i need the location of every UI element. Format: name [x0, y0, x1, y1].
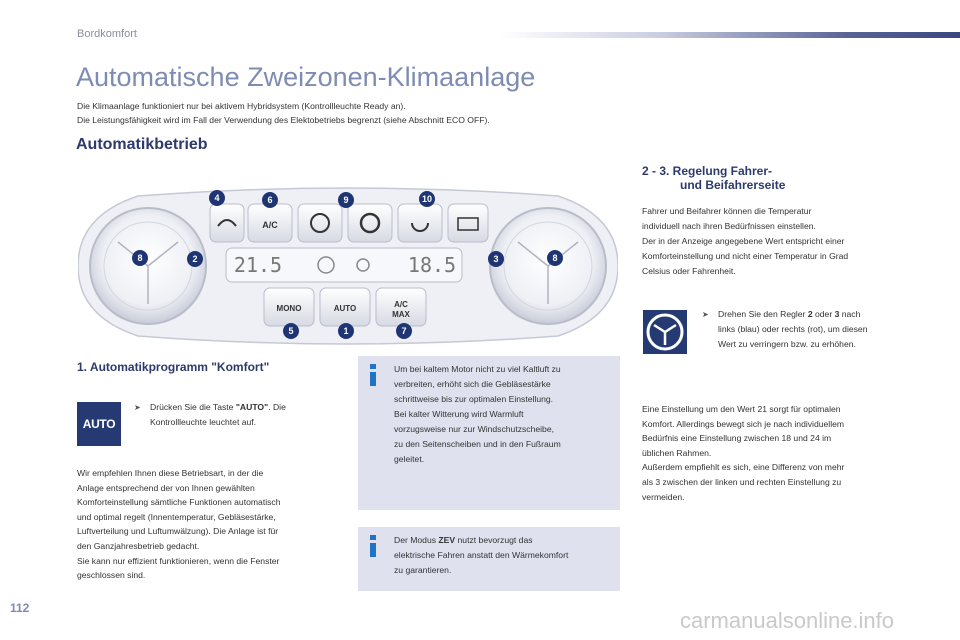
callouts: 4 6 9 10 8 2 3 8 5 1 7 — [132, 190, 563, 339]
text-line: geleitet. — [394, 454, 425, 464]
svg-text:4: 4 — [214, 193, 219, 203]
text-line: Außerdem empfiehlt es sich, eine Differe… — [642, 462, 845, 473]
text-line: Sie kann nur effizient funktionieren, we… — [77, 555, 280, 566]
text-line: Fahrer und Beifahrer können die Temperat… — [642, 206, 812, 216]
text-line: und optimal regelt (Innentemperatur, Geb… — [77, 511, 276, 522]
recirc-button-shape — [397, 203, 443, 243]
watermark: carmanualsonline.info — [680, 608, 895, 633]
section-title: Automatikbetrieb — [76, 136, 208, 153]
regulation-text: Fahrer und Beifahrer können die Temperat… — [642, 204, 922, 279]
bullet-arrow-icon: ➤ — [702, 310, 709, 319]
text-line: geschlossen sind. — [77, 570, 146, 581]
svg-text:5: 5 — [288, 326, 293, 336]
header-bar — [500, 32, 960, 38]
bullet-line: links (blau) oder rechts (rot), um diese… — [718, 324, 868, 334]
info-box-zev: Der Modus ZEV nutzt bevorzugt das elektr… — [358, 527, 620, 591]
header-section-label: Bordkomfort — [77, 28, 137, 40]
rear-defrost-button-shape — [447, 203, 489, 243]
text-line: Bei kalter Witterung wird Warmluft — [394, 409, 524, 419]
climate-panel-illustration: A/C MONO AUTO A/C MAX 21.5 18.5 4 6 9 10… — [78, 187, 618, 345]
text-line: Komforteinstellung und nicht einer Tempe… — [642, 251, 849, 261]
svg-text:6: 6 — [267, 195, 272, 205]
text-line: zu garantieren. — [394, 565, 452, 575]
page-number: 112 — [10, 601, 30, 615]
info-icon — [370, 535, 376, 557]
text-line: den Ganzjahresbetrieb gedacht. — [77, 540, 200, 551]
acmax-label-1: A/C — [394, 300, 408, 309]
svg-text:8: 8 — [137, 253, 142, 263]
svg-text:10: 10 — [422, 194, 432, 204]
text-line: vorzugsweise nur zur Windschutzscheibe, — [394, 424, 555, 434]
text-line: üblichen Rahmen. — [642, 447, 712, 458]
bullet-line: Drehen Sie den Regler 2 oder 3 nach — [718, 309, 861, 319]
info-box-cold-engine: Um bei kaltem Motor nicht zu viel Kaltlu… — [358, 356, 620, 510]
text-line: Anlage entsprechend der von Ihnen gewähl… — [77, 482, 255, 493]
text-line: Eine Einstellung um den Wert 21 sorgt fü… — [642, 404, 841, 414]
knob-icon — [643, 310, 687, 354]
text-line: schrittweise bis zur optimalen Einstellu… — [394, 394, 554, 404]
right-knob-inner — [503, 221, 593, 311]
regulation-title: 2 - 3. Regelung Fahrer- und Beifahrersei… — [642, 164, 785, 192]
intro-line: Die Leistungsfähigkeit wird im Fall der … — [77, 115, 490, 125]
svg-text:3: 3 — [493, 254, 498, 264]
regulation-title-line2: und Beifahrerseite — [680, 178, 786, 192]
ac-label: A/C — [262, 220, 278, 230]
text-line: individuell nach ihren Bedürfnissen eins… — [642, 221, 816, 231]
page-title: Automatische Zweizonen-Klimaanlage — [76, 62, 536, 92]
text-line: Luftverteilung und Luftumwälzung). Die A… — [77, 526, 279, 537]
comfort-bullet: ➤ Drücken Sie die Taste "AUTO". Die Kont… — [134, 400, 350, 430]
svg-text:8: 8 — [552, 253, 557, 263]
text-line: Um bei kaltem Motor nicht zu viel Kaltlu… — [394, 364, 561, 374]
regulation-bullet: ➤ Drehen Sie den Regler 2 oder 3 nach li… — [702, 307, 918, 352]
text-line: elektrische Fahren anstatt den Wärmekomf… — [394, 550, 569, 560]
text-line: Der Modus ZEV nutzt bevorzugt das — [394, 535, 533, 545]
auto-label: AUTO — [334, 304, 357, 313]
acmax-label-2: MAX — [392, 310, 410, 319]
bullet-line: Kontrollleuchte leuchtet auf. — [150, 417, 257, 427]
info-icon — [370, 364, 376, 386]
auto-icon: AUTO — [77, 402, 121, 446]
svg-text:2: 2 — [192, 254, 197, 264]
text-line: zu den Seitenscheiben und in den Fußraum — [394, 439, 561, 449]
intro-line: Die Klimaanlage funktioniert nur bei akt… — [77, 101, 406, 111]
text-line: Bedürfnis eine Einstellung zwischen 18 u… — [642, 433, 832, 444]
text-line: verbreiten, erhöht sich die Gebläsestärk… — [394, 379, 551, 389]
text-line: Der in der Anzeige angegebene Wert entsp… — [642, 236, 845, 246]
front-defrost-button-shape — [209, 203, 245, 243]
display-fan-icon — [317, 256, 335, 274]
panel-display — [225, 247, 463, 283]
intro-text: Die Klimaanlage funktioniert nur bei akt… — [77, 99, 490, 127]
fan-up-button-shape — [347, 203, 393, 243]
defrost-icon — [217, 217, 479, 231]
regulation-title-line1: 2 - 3. Regelung Fahrer- — [642, 164, 773, 178]
info-text: Um bei kaltem Motor nicht zu viel Kaltlu… — [394, 362, 561, 467]
info-text: Der Modus ZEV nutzt bevorzugt das elektr… — [394, 533, 568, 578]
svg-text:9: 9 — [343, 195, 348, 205]
display-right-temp: 18.5 — [408, 253, 456, 277]
svg-text:7: 7 — [401, 326, 406, 336]
text-line: Celsius oder Fahrenheit. — [642, 266, 736, 276]
bullet-line: Wert zu verringern bzw. zu erhöhen. — [718, 339, 856, 349]
display-recirc-icon — [356, 258, 370, 272]
text-line: Wir empfehlen Ihnen diese Betriebsart, i… — [77, 468, 264, 478]
comfort-title: 1. Automatikprogramm "Komfort" — [77, 360, 270, 374]
display-left-temp: 21.5 — [234, 253, 282, 277]
bullet-line: Drücken Sie die Taste "AUTO". Die — [150, 402, 286, 412]
svg-text:1: 1 — [343, 326, 348, 336]
recirculation-icon — [411, 222, 429, 232]
text-line: Komfort. Allerdings bewegt sich je nach … — [642, 418, 845, 429]
text-line: als 3 zwischen der linken und rechten Ei… — [642, 476, 842, 487]
text-line: vermeiden. — [642, 491, 685, 502]
fan-down-button-shape — [297, 203, 343, 243]
bullet-arrow-icon: ➤ — [134, 403, 141, 412]
text-line: Komforteinstellung sämtliche Funktionen … — [77, 497, 281, 508]
regulation-text-2: Eine Einstellung um den Wert 21 sorgt fü… — [642, 402, 922, 504]
comfort-paragraph: Wir empfehlen Ihnen diese Betriebsart, i… — [77, 466, 347, 583]
mono-label: MONO — [277, 304, 302, 313]
fan-icon — [310, 212, 381, 234]
